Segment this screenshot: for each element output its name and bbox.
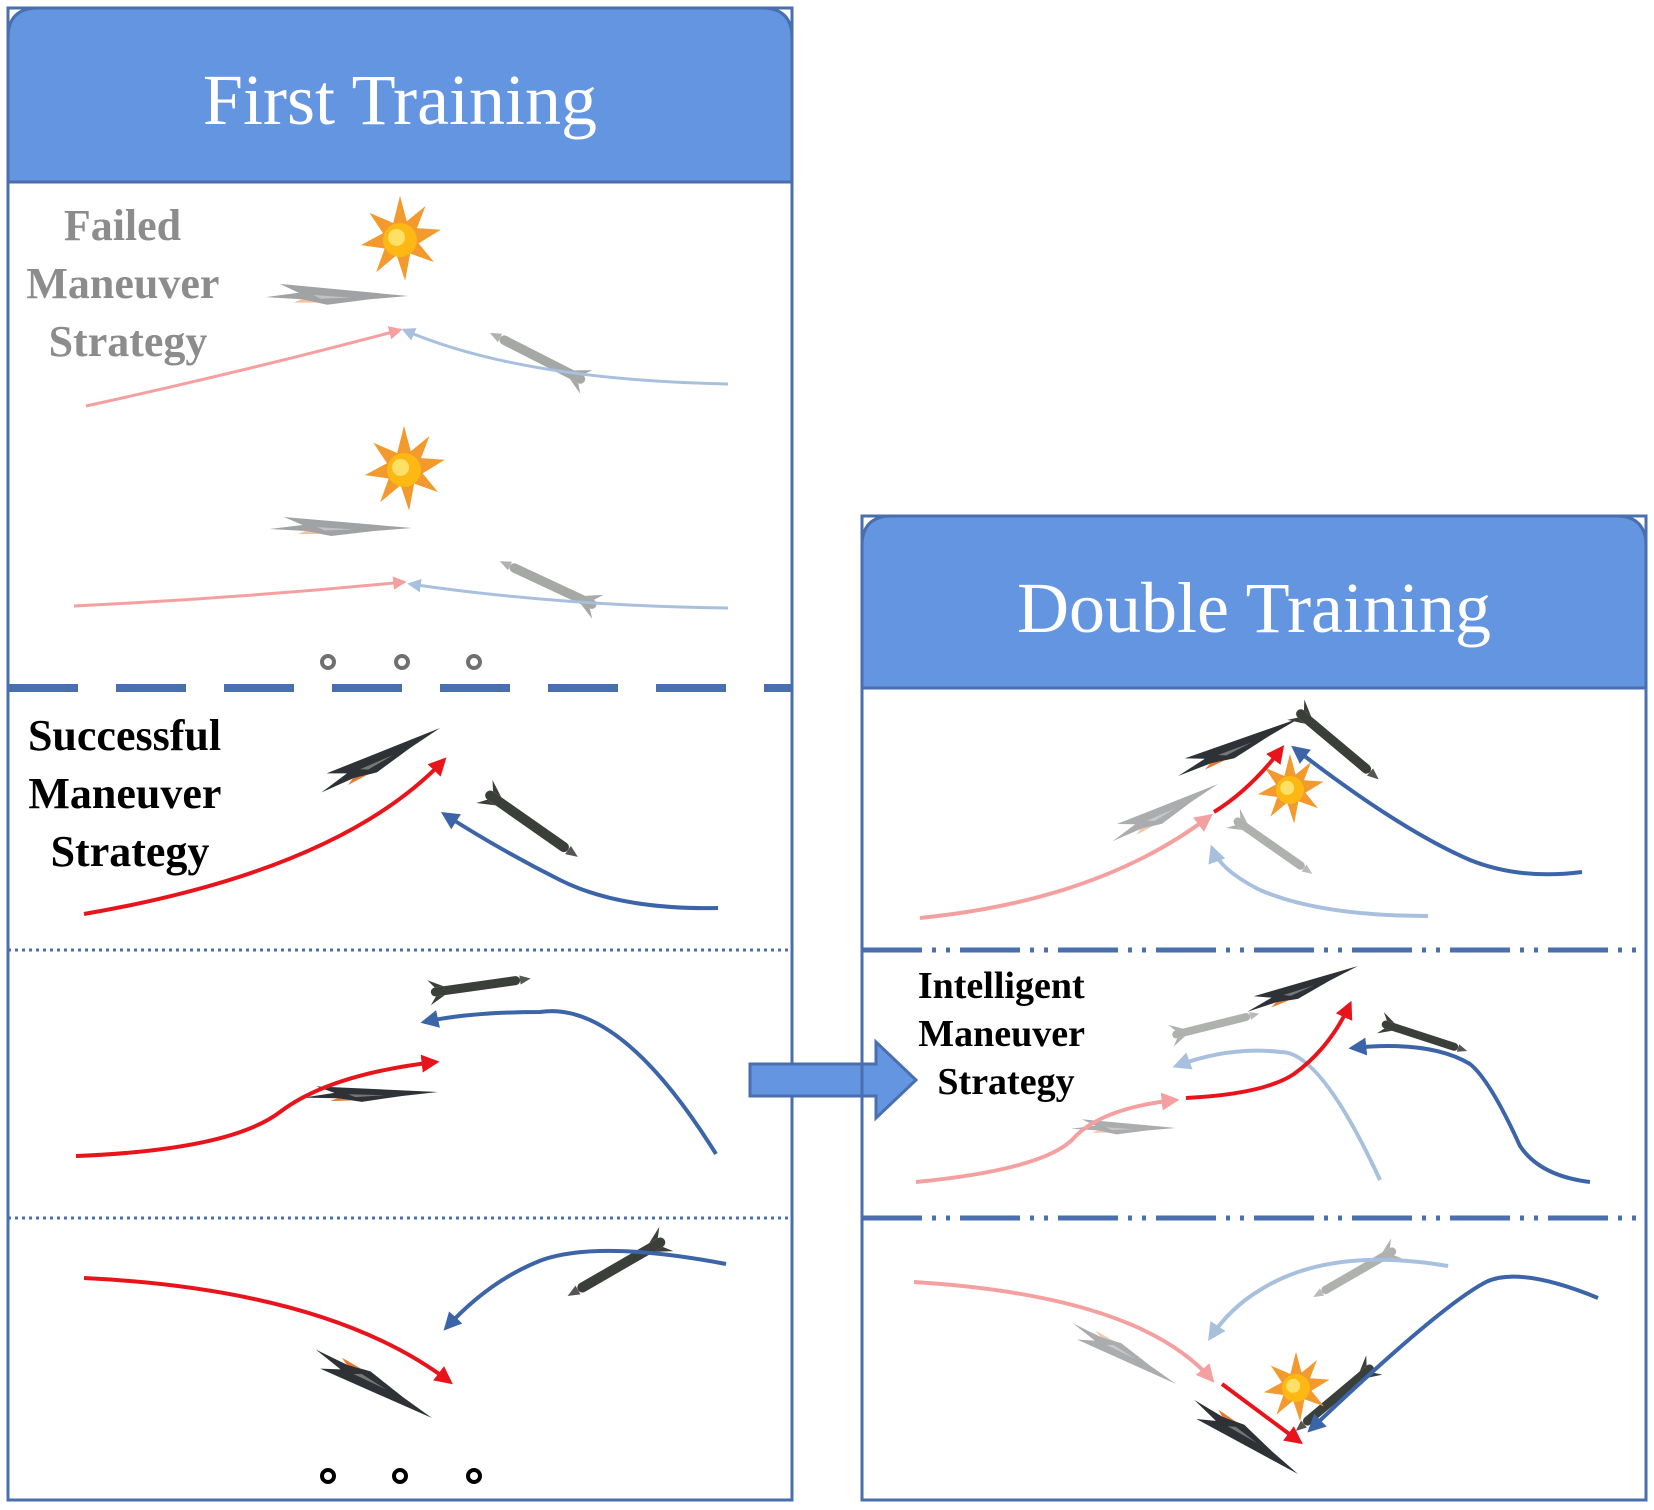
aircraft-icon <box>302 1082 439 1104</box>
ellipsis-dot <box>466 1468 482 1484</box>
missile-icon <box>476 780 586 869</box>
missile-icon <box>1168 1002 1263 1047</box>
intelligent-label-line2: Maneuver <box>918 1013 1085 1055</box>
missile-trajectory <box>440 812 719 911</box>
missile-trajectory <box>1307 1274 1599 1433</box>
aircraft-trajectory <box>919 813 1213 920</box>
failed-label: Failed Maneuver Strategy <box>26 201 229 366</box>
aircraft-trajectory <box>1212 745 1285 814</box>
aircraft-trajectory <box>1220 1382 1303 1445</box>
double-training-panel: Double Training Intelligent Maneuver Str… <box>860 514 1648 1502</box>
ellipsis-dot <box>392 1468 408 1484</box>
missile-trajectory <box>443 1248 727 1331</box>
aircraft-trajectory <box>913 1280 1215 1383</box>
missile-trajectory <box>1291 745 1583 877</box>
intelligent-label: Intelligent Maneuver Strategy <box>918 965 1094 1103</box>
failed-label-line1: Failed <box>64 201 181 250</box>
explosion-icon <box>364 425 445 511</box>
aircraft-trajectory <box>75 1054 440 1158</box>
successful-label-line2: Maneuver <box>28 769 221 818</box>
failed-label-line2: Maneuver <box>26 259 219 308</box>
missile-icon <box>1226 808 1320 884</box>
failed-scenario-2 <box>269 517 604 620</box>
aircraft-icon <box>1172 707 1304 784</box>
ellipsis-dot <box>320 1468 336 1484</box>
double-training-title: Double Training <box>1017 568 1491 648</box>
ellipsis-dot <box>320 654 336 670</box>
successful-label: Successful Maneuver Strategy <box>28 711 232 876</box>
aircraft-icon <box>308 1342 437 1430</box>
missile-icon <box>1307 1238 1404 1308</box>
aircraft-trajectory <box>85 326 403 408</box>
intelligent-label-line1: Intelligent <box>918 965 1085 1007</box>
failed-label-line3: Strategy <box>49 317 208 366</box>
aircraft-icon <box>1106 773 1223 849</box>
previous-attempt <box>1071 1002 1263 1135</box>
ellipsis-dots <box>320 1468 482 1484</box>
missile-icon <box>427 966 533 1006</box>
first-training-panel: First Training Failed Maneuver Strategy <box>6 6 794 1502</box>
missile-trajectory <box>1208 844 1429 918</box>
successful-label-line3: Strategy <box>51 827 210 876</box>
missile-trajectory <box>407 578 729 610</box>
missile-trajectory <box>1208 1257 1449 1341</box>
intelligent-label-line3: Strategy <box>937 1061 1074 1103</box>
double-training-header <box>860 514 1648 690</box>
aircraft-trajectory <box>83 757 447 916</box>
flow-arrow <box>748 1038 919 1122</box>
explosion-icon <box>360 195 441 281</box>
aircraft-icon <box>1185 1393 1304 1485</box>
missile-icon <box>483 320 593 394</box>
missile-icon <box>494 549 604 620</box>
aircraft-icon <box>314 716 445 800</box>
aircraft-icon <box>269 517 412 536</box>
missile-trajectory <box>1172 1048 1382 1181</box>
aircraft-trajectory <box>73 576 407 608</box>
aircraft-trajectory <box>1185 1000 1353 1100</box>
ellipsis-dot <box>394 654 410 670</box>
ellipsis-dot <box>466 654 482 670</box>
aircraft-icon <box>265 283 408 305</box>
first-training-header <box>6 6 794 184</box>
aircraft-icon <box>1242 955 1361 1019</box>
missile-icon <box>1376 1012 1471 1062</box>
aircraft-trajectory <box>83 1276 453 1385</box>
successful-label-line1: Successful <box>28 711 221 760</box>
missile-trajectory <box>401 328 729 386</box>
missile-trajectory <box>1348 1037 1591 1184</box>
aircraft-trajectory <box>915 1092 1180 1184</box>
missile-trajectory <box>420 1009 718 1156</box>
ellipsis-dots <box>320 654 482 670</box>
aircraft-icon <box>1066 1317 1180 1394</box>
missile-icon <box>560 1226 674 1309</box>
first-training-title: First Training <box>203 60 597 140</box>
